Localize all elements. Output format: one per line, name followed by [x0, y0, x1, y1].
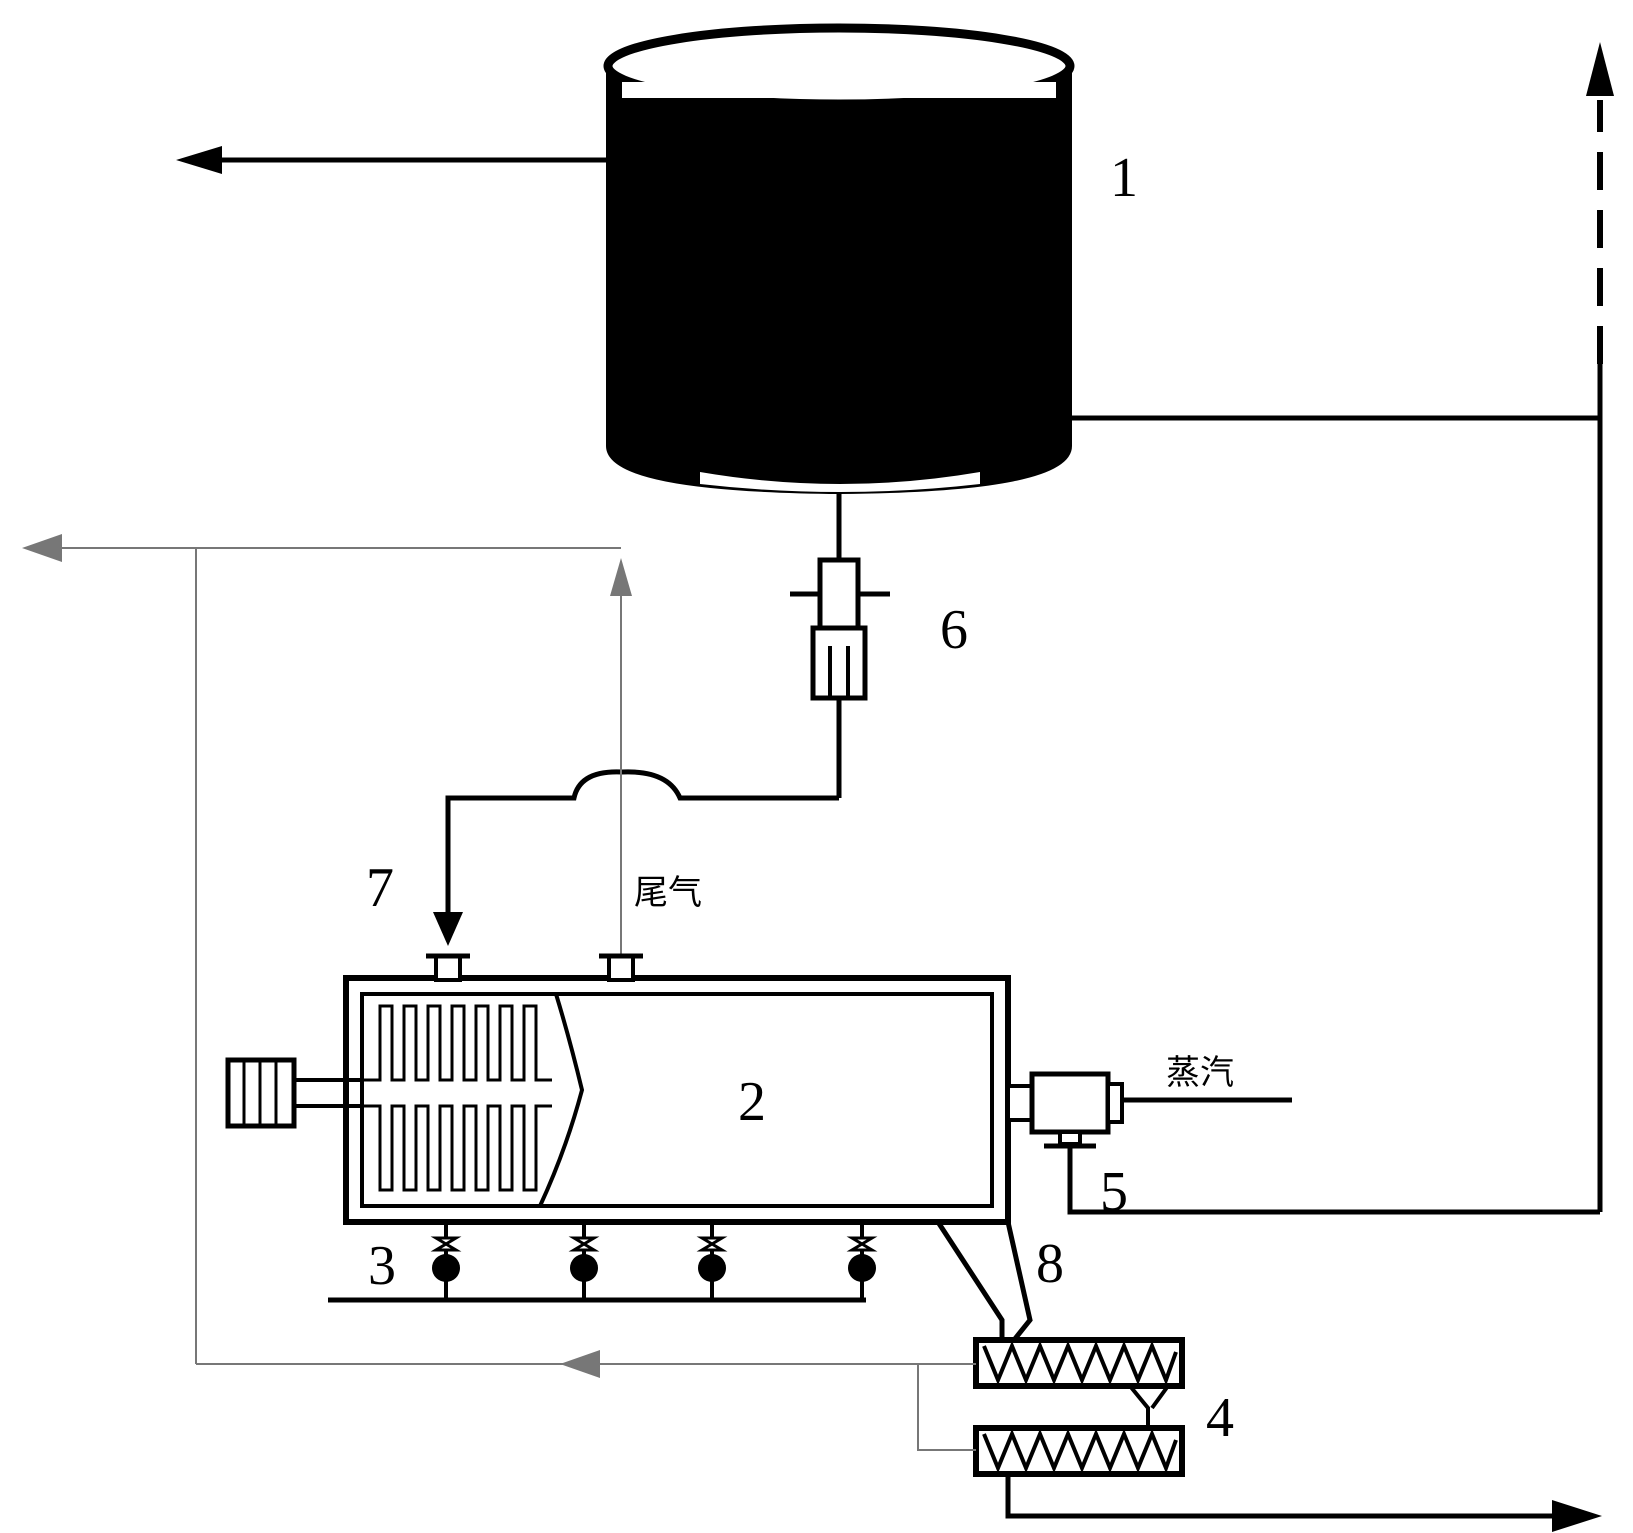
feed-arrow-down — [433, 912, 463, 946]
label-tank: 1 — [1110, 147, 1138, 209]
tank-body — [606, 62, 1072, 495]
dryer-vessel — [290, 953, 1011, 1225]
tail-gas-left-arrow — [22, 534, 62, 562]
label-steam-valve: 5 — [1100, 1161, 1128, 1223]
drain-valve — [568, 1222, 600, 1300]
drain-valves — [328, 1222, 878, 1303]
product-outlet-pipe — [1005, 1474, 1552, 1519]
cutaway-line — [538, 993, 585, 1207]
label-dryer: 2 — [738, 1071, 766, 1133]
label-tail-gas: 尾气 — [634, 873, 702, 913]
drive-motor — [225, 1057, 297, 1129]
label-discharge: 8 — [1036, 1233, 1064, 1295]
tank-top-band — [622, 82, 1056, 98]
screw-gas-line-lower — [917, 1364, 976, 1451]
label-valves: 3 — [368, 1235, 396, 1297]
label-steam: 蒸汽 — [1166, 1053, 1234, 1093]
drain-valve — [696, 1222, 728, 1300]
drain-valve — [846, 1222, 878, 1300]
outlet-arrow-left — [176, 146, 222, 174]
discharge-chute — [935, 1220, 1033, 1342]
vent-arrow-up — [1586, 42, 1614, 96]
screw-gas-arrow — [560, 1350, 600, 1378]
tail-gas-arrow — [610, 558, 632, 596]
paddle-coil-upper — [362, 1004, 552, 1082]
storage-tank — [603, 23, 1075, 495]
label-pump: 6 — [940, 599, 968, 661]
steam-return-pipe — [1067, 1146, 1600, 1215]
screw-transfer-chute — [1128, 1384, 1170, 1428]
pump — [790, 557, 890, 701]
screw-conveyor-upper — [973, 1337, 1185, 1389]
steam-valve — [1006, 1071, 1124, 1149]
label-screw: 4 — [1206, 1387, 1234, 1449]
product-arrow-right — [1552, 1500, 1602, 1532]
drain-valve — [430, 1222, 462, 1300]
screw-conveyor-lower — [973, 1425, 1185, 1477]
tank-bottom-band — [700, 472, 980, 492]
label-feed-inlet: 7 — [366, 857, 394, 919]
paddle-coil-lower — [362, 1104, 552, 1192]
